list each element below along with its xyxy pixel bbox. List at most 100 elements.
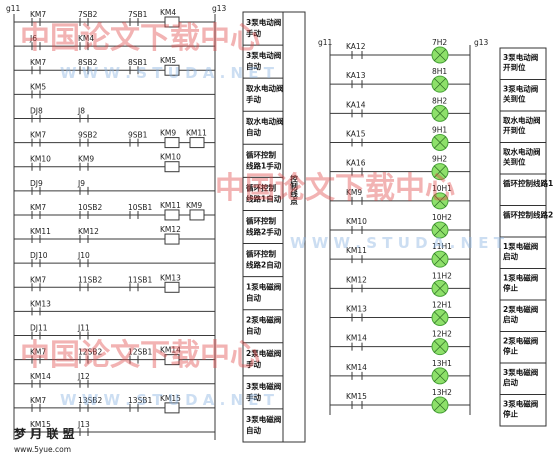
contact-label: 8SB1 xyxy=(128,58,148,67)
left-table-cell: 自动 xyxy=(246,127,261,137)
right-table-cell: 循环控制线路1 xyxy=(503,178,553,188)
contact-label: KM7 xyxy=(30,275,46,284)
lamp-label: 10H2 xyxy=(432,213,452,222)
coil-symbol xyxy=(164,64,180,76)
right-table-cell: 2泵电磁阀 xyxy=(503,304,538,314)
right-table-cell: 3泵电磁阀 xyxy=(503,399,538,409)
coil-symbol xyxy=(164,137,180,149)
contact-label: KM7 xyxy=(30,10,46,19)
right-table-cell: 停止 xyxy=(503,346,518,356)
contact-label: KM9 xyxy=(78,155,94,164)
contact-label: 7SB2 xyxy=(78,10,98,19)
watermarks: 中国论文下载中心 W W W . S T U D A . N E T 中国论文下… xyxy=(20,21,505,409)
right-table-cell: 取水电动阀 xyxy=(503,115,541,125)
lamp-label: 7H2 xyxy=(432,38,447,47)
lamp-cross xyxy=(433,340,447,353)
lamp-label: 10H1 xyxy=(432,184,452,193)
coil-symbol xyxy=(189,209,205,221)
coil-symbol xyxy=(164,209,180,221)
left-table-cell: 线路1自动 xyxy=(246,193,282,203)
left-bus-label: g11 xyxy=(6,4,21,13)
contact-label: 12SB2 xyxy=(78,348,102,357)
coil-symbol xyxy=(164,281,180,293)
contact-label: 8SB2 xyxy=(78,58,98,67)
right-table-cell: 取水电动阀 xyxy=(503,147,541,157)
lamp-label: 9H2 xyxy=(432,155,447,164)
lamp-cross xyxy=(433,252,447,266)
lamp-cross xyxy=(433,311,447,324)
contact-label: KM12 xyxy=(78,227,99,236)
contact-label: J10 xyxy=(77,251,90,260)
contact-label: KM7 xyxy=(30,396,46,405)
contact-label: 10SB1 xyxy=(128,203,152,212)
right-table-cell: 启动 xyxy=(503,314,518,324)
lamp-cross xyxy=(433,77,447,91)
left-table-cell: 循环控制 xyxy=(246,182,276,192)
right-contact-label: KM9 xyxy=(346,188,362,197)
lamp-cross xyxy=(433,223,447,237)
watermark-cn-1: 中国论文下载中心 xyxy=(20,21,260,56)
lamp-label: 11H2 xyxy=(432,271,452,280)
footer-logo: 梦 月 联 盟 www.5yue.com xyxy=(14,426,75,454)
left-table-cell: 自动 xyxy=(246,61,261,71)
contact-label: J6 xyxy=(29,34,37,43)
left-table-cell: 手动 xyxy=(246,28,261,38)
contact-label: 11SB2 xyxy=(78,275,102,284)
contact-label: J13 xyxy=(77,420,90,429)
left-table-vertical-label: 控制线点 xyxy=(289,174,298,207)
contact-label: 12SB1 xyxy=(128,348,152,357)
right-table: 3泵电动阀开到位3泵电动阀关到位取水电动阀开到位取水电动阀关到位循环控制线路1循… xyxy=(499,47,553,427)
contact-label: 13SB1 xyxy=(128,396,152,405)
watermark-cn-3: 中国论文下载中心 xyxy=(20,338,260,373)
right-contact-label: KA14 xyxy=(346,100,366,109)
left-table-cell: 手动 xyxy=(246,94,261,104)
contact-label: DJ11 xyxy=(30,324,48,333)
right-table-cell: 1泵电磁阀 xyxy=(503,241,538,251)
footer-url: www.5yue.com xyxy=(14,445,71,454)
left-table-cell: 3泵电磁阀 xyxy=(246,381,281,391)
left-table-cell: 取水电动阀 xyxy=(246,83,284,93)
lamp-cross xyxy=(433,136,447,149)
left-table-cell: 线路2自动 xyxy=(246,260,282,270)
right-table-cell: 关到位 xyxy=(503,157,526,167)
left-table-cell: 循环控制 xyxy=(246,215,276,225)
coil-label: KM4 xyxy=(160,8,176,17)
left-table-cell: 循环控制 xyxy=(246,249,276,259)
left-table-cell: 自动 xyxy=(246,425,261,435)
right-contact-label: KA12 xyxy=(346,42,366,51)
lamp-label: 13H2 xyxy=(432,388,452,397)
coil-label: KM11 xyxy=(186,129,207,138)
watermark-cn-2: 中国论文下载中心 xyxy=(215,171,455,206)
contact-label: KM15 xyxy=(30,420,51,429)
contact-label: KM5 xyxy=(30,82,46,91)
right-contact-label: KM13 xyxy=(346,305,367,314)
contact-label: KM13 xyxy=(30,299,51,308)
coil-symbol xyxy=(164,161,180,173)
right-table-cell: 停止 xyxy=(503,409,518,419)
coil-symbol xyxy=(164,402,180,414)
lamp-cross xyxy=(433,48,447,62)
left-table-cell: 手动 xyxy=(246,392,261,402)
right-contact-label: KM11 xyxy=(346,246,367,255)
right-contact-label: KA13 xyxy=(346,71,366,80)
lamp-cross xyxy=(433,282,447,295)
right-contact-label: KM14 xyxy=(346,334,367,343)
contact-label: 11SB1 xyxy=(128,275,152,284)
right-table-cell: 3泵电磁阀 xyxy=(503,367,538,377)
right-table-cell: 3泵电动阀 xyxy=(503,84,538,94)
contact-label: KM11 xyxy=(30,227,51,236)
contact-label: J12 xyxy=(77,372,90,381)
right-table-cell: 关到位 xyxy=(503,94,526,104)
contact-label: KM7 xyxy=(30,58,46,67)
right-table-cell: 2泵电磁阀 xyxy=(503,336,538,346)
coil-symbol xyxy=(164,233,180,245)
watermark-url-2: W W W . S T U D A . N E T xyxy=(290,234,505,252)
lamp-cross xyxy=(433,107,447,120)
contact-label: 13SB2 xyxy=(78,396,102,405)
right-contact-label: KA16 xyxy=(346,159,366,168)
contact-label: DJ8 xyxy=(30,106,43,115)
coil-label: KM9 xyxy=(186,201,202,210)
left-table-cell: 3泵电动阀 xyxy=(246,17,281,27)
lamp-cross xyxy=(433,398,447,412)
coil-label: KM12 xyxy=(160,225,181,234)
